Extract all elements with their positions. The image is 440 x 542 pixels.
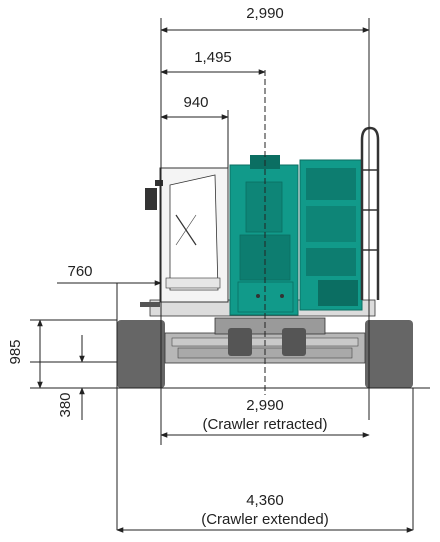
side-mirror [145,180,163,210]
label-top-cab: 940 [183,94,208,111]
right-crawler-track [365,320,413,388]
label-left-offset: 760 [67,263,92,280]
label-height-upper: 985 [7,339,24,364]
handrail [360,126,380,300]
label-bottom-extended-caption: (Crawler extended) [201,511,329,528]
boom-and-engine-body [229,155,363,316]
upper-structure [140,126,380,317]
operator-cab [159,167,229,303]
dimension-lines [30,18,430,533]
label-bottom-extended-value: 4,360 [246,492,284,509]
label-bottom-retracted-value: 2,990 [246,397,284,414]
crawler-tracks [117,320,413,388]
label-top-overall: 2,990 [246,5,284,22]
label-top-half: 1,495 [194,49,232,66]
left-crawler-track [117,320,165,388]
dimension-labels: 2,990 1,495 940 760 985 380 2,990 (Crawl… [7,5,329,528]
label-bottom-retracted-caption: (Crawler retracted) [202,416,327,433]
label-height-lower: 380 [57,392,74,417]
